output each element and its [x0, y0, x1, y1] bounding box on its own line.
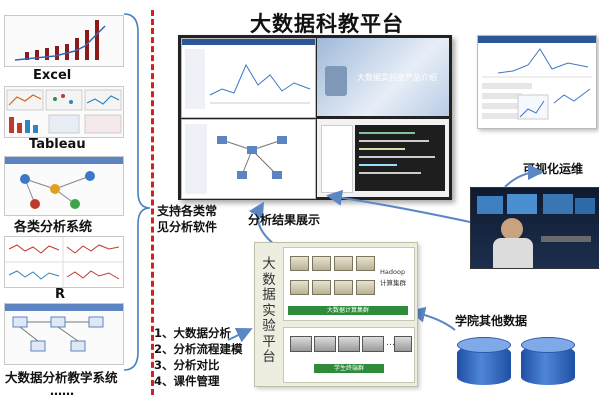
- computer-icon: [338, 336, 360, 352]
- computer-icon: [394, 336, 412, 352]
- cluster-text-2: 计算集群: [380, 277, 406, 287]
- compute-cluster-box: Hadoop 计算集群 大数据计算集群: [283, 247, 415, 321]
- computer-icon: [362, 336, 384, 352]
- cluster-bar: 大数据计算集群: [288, 306, 408, 315]
- computer-icon: [290, 336, 312, 352]
- database-icon: [521, 345, 575, 385]
- server-icon: [334, 256, 353, 271]
- database-icon: [457, 345, 511, 385]
- server-icon: [290, 256, 309, 271]
- lab-platform: 大 数 据 实 验 平 台 Hadoop 计算集群 大数据计算集群 … 学生终端…: [254, 242, 418, 387]
- client-bar: 学生终端群: [314, 364, 384, 373]
- client-cluster-box: … 学生终端群: [283, 327, 415, 383]
- server-icon: [334, 280, 353, 295]
- server-icon: [312, 256, 331, 271]
- label-college-data: 学院其他数据: [455, 312, 527, 329]
- label-analysis-result: 分析结果展示: [248, 211, 320, 228]
- server-icon: [356, 280, 375, 295]
- server-icon: [290, 280, 309, 295]
- cluster-text-1: Hadoop: [380, 268, 405, 276]
- computer-icon: [314, 336, 336, 352]
- server-icon: [356, 256, 375, 271]
- platform-vertical-title: 大 数 据 实 验 平 台: [259, 257, 279, 366]
- server-icon: [312, 280, 331, 295]
